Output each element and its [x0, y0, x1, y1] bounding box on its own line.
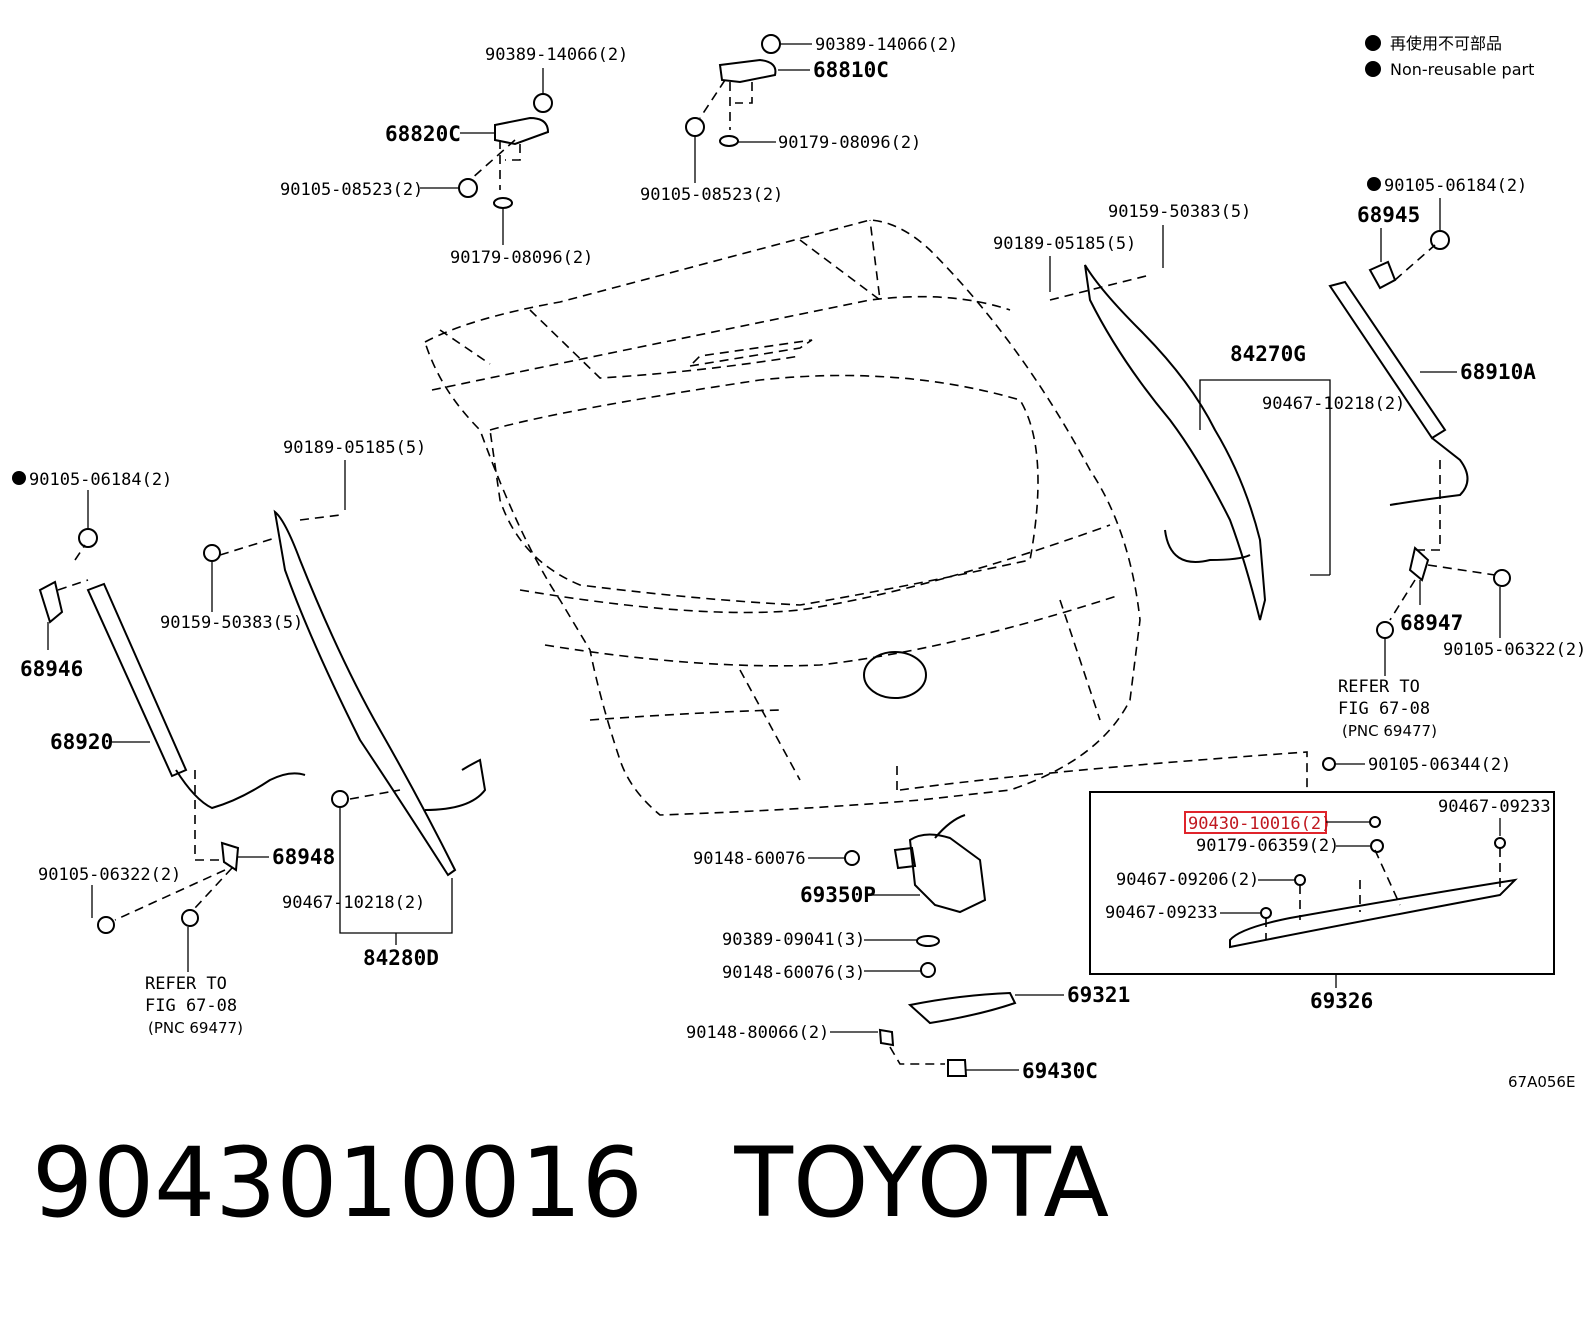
label-90105-06184-left: 90105-06184(2) [29, 470, 172, 490]
label-68920: 68920 [50, 730, 113, 754]
hinge-right [685, 34, 781, 147]
refer-left-line2: FIG 67-08 [145, 996, 237, 1016]
back-door-panel [424, 219, 1141, 816]
label-90159-50383-left: 90159-50383(5) [160, 613, 303, 633]
label-69350P: 69350P [800, 883, 876, 907]
hinge-left [458, 93, 553, 209]
legend-line-en: Non-reusable part [1390, 60, 1534, 79]
label-68820C: 68820C [385, 122, 461, 146]
refer-right-line1: REFER TO [1338, 677, 1420, 697]
non-reusable-dot-icon [1365, 61, 1381, 77]
label-90179-08096-left: 90179-08096(2) [450, 248, 593, 268]
label-68910A: 68910A [1460, 360, 1536, 384]
label-84270G: 84270G [1230, 342, 1306, 366]
legend: 再使用不可部品 Non-reusable part [1365, 34, 1534, 79]
diagram-code: 67A056E [1508, 1073, 1575, 1091]
label-68810C: 68810C [813, 58, 889, 82]
label-90467-09233-bottom: 90467-09233 [1105, 903, 1218, 923]
garnish-84280D [203, 509, 487, 877]
label-90389-14066-right: 90389-14066(2) [815, 35, 958, 55]
handle-connector-line [899, 751, 1308, 791]
label-90389-09041: 90389-09041(3) [722, 930, 865, 950]
label-68945: 68945 [1357, 203, 1420, 227]
label-90105-08523-left: 90105-08523(2) [280, 180, 423, 200]
refer-right-line3: (PNC 69477) [1342, 722, 1437, 740]
label-90105-06344: 90105-06344(2) [1368, 755, 1511, 775]
label-90179-08096-right: 90179-08096(2) [778, 133, 921, 153]
lock-assy-69350P [844, 760, 987, 978]
non-reusable-dot-icon [12, 471, 26, 485]
label-90105-06322-left: 90105-06322(2) [38, 865, 181, 885]
bolt-90105-06344 [1322, 757, 1336, 771]
bracket-68948 [97, 841, 240, 934]
label-69326: 69326 [1310, 989, 1373, 1013]
cover-69321 [878, 991, 1017, 1077]
label-90189-05185-left: 90189-05185(5) [283, 438, 426, 458]
label-90389-14066-left: 90389-14066(2) [485, 45, 628, 65]
label-90467-09206: 90467-09206(2) [1116, 870, 1259, 890]
label-68948: 68948 [272, 845, 335, 869]
refer-left-line1: REFER TO [145, 974, 227, 994]
damper-stay-68910A [1328, 230, 1469, 551]
label-90105-06322-right: 90105-06322(2) [1443, 640, 1586, 660]
footer-caption: 9043010016 TOYOTA [32, 1135, 1109, 1231]
label-84280D: 84280D [363, 946, 439, 970]
label-69430C: 69430C [1022, 1059, 1098, 1083]
label-68947: 68947 [1400, 611, 1463, 635]
bracket-68947 [1376, 546, 1511, 639]
labels: 90389-14066(2) 90389-14066(2) 68820C 688… [12, 35, 1586, 1091]
label-90105-06184-right: 90105-06184(2) [1384, 176, 1527, 196]
garnish-84270G [1049, 264, 1267, 621]
label-90467-10218-right: 90467-10218(2) [1262, 394, 1405, 414]
label-90148-80066: 90148-80066(2) [686, 1023, 829, 1043]
label-90467-09233-top: 90467-09233 [1438, 797, 1551, 817]
damper-stay-68920 [38, 528, 306, 861]
label-90189-05185-right: 90189-05185(5) [993, 234, 1136, 254]
label-69321: 69321 [1067, 983, 1130, 1007]
footer-brand: TOYOTA [734, 1127, 1110, 1239]
label-90105-08523-right: 90105-08523(2) [640, 185, 783, 205]
non-reusable-dot-icon [1367, 177, 1381, 191]
footer-part-number: 9043010016 [32, 1127, 643, 1239]
label-90148-60076-3: 90148-60076(3) [722, 963, 865, 983]
label-90467-10218-left: 90467-10218(2) [282, 893, 425, 913]
refer-right-line2: FIG 67-08 [1338, 699, 1430, 719]
handle-box [1089, 791, 1555, 975]
label-90148-60076: 90148-60076 [693, 849, 806, 869]
label-90159-50383-right: 90159-50383(5) [1108, 202, 1251, 222]
label-68946: 68946 [20, 657, 83, 681]
non-reusable-dot-icon [1365, 35, 1381, 51]
legend-line-jp: 再使用不可部品 [1390, 34, 1502, 53]
label-90179-06359: 90179-06359(2) [1196, 836, 1339, 856]
refer-left-line3: (PNC 69477) [148, 1019, 243, 1037]
label-90430-10016: 90430-10016(2) [1188, 814, 1331, 834]
